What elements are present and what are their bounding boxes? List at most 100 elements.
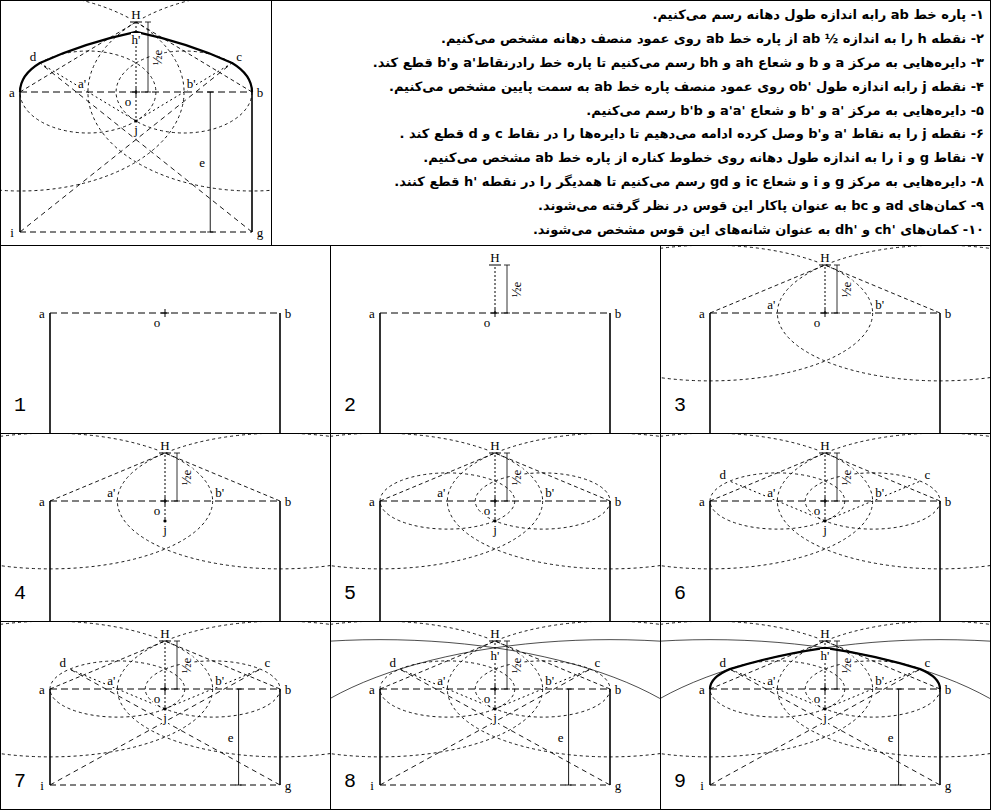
point-label: i — [699, 779, 705, 792]
point-label: b' — [874, 486, 885, 499]
step-figure — [661, 434, 990, 621]
instruction-line: ۱۰- کمان‌های 'ch و 'dh به عنوان شانه‌های… — [278, 222, 984, 239]
bisector-line — [825, 265, 826, 313]
apex-tick — [489, 641, 501, 642]
point-label: c — [263, 656, 271, 669]
dimension-tick — [504, 641, 510, 642]
side-wall — [609, 689, 611, 785]
point-label: g — [256, 226, 265, 239]
step-panel: H½eaa'ob'bj5 — [330, 433, 661, 622]
point-dot — [163, 519, 166, 522]
bisector-line — [165, 689, 166, 709]
bisector-line — [495, 453, 496, 501]
point-label: o — [483, 504, 492, 517]
dimension-label: ½e — [511, 656, 524, 674]
point-label: b — [284, 495, 293, 508]
dimension-tick — [174, 641, 180, 642]
step-number: 8 — [344, 772, 356, 792]
step-figure — [1, 434, 330, 621]
construction-circle — [661, 434, 873, 569]
base-line — [380, 785, 610, 786]
construction-circle — [777, 434, 990, 569]
construction-line — [40, 63, 136, 121]
dimension-tick — [504, 265, 510, 266]
side-wall — [609, 501, 611, 621]
bisector-line — [165, 453, 166, 501]
point-label: j — [822, 711, 828, 724]
construction-circle — [145, 661, 280, 717]
step-number: 5 — [344, 584, 356, 604]
radius-line — [400, 669, 610, 785]
dimension-line — [238, 689, 239, 785]
dimension-tick — [834, 313, 840, 314]
dimension-tick — [896, 785, 902, 786]
step-panel: H½edcaa'ob'bjeig7 — [0, 621, 331, 810]
point-label: b' — [874, 674, 885, 687]
dimension-tick — [207, 232, 213, 233]
construction-circle — [661, 640, 990, 809]
side-wall — [709, 501, 711, 621]
arch-curve — [710, 648, 940, 689]
construction-circle — [710, 473, 845, 529]
dimension-label: ½e — [841, 280, 854, 298]
dimension-tick — [834, 265, 840, 266]
dimension-label: ½e — [181, 656, 194, 674]
point-label: b — [284, 307, 293, 320]
radius-line — [495, 641, 610, 689]
point-label: b' — [544, 486, 555, 499]
point-label: a' — [436, 486, 446, 499]
point-label: a — [368, 683, 376, 696]
step-number: 4 — [14, 584, 26, 604]
step-figure — [661, 622, 990, 809]
point-label: j — [162, 523, 168, 536]
construction-circle — [661, 246, 873, 381]
point-label: H — [489, 627, 500, 640]
dimension-label: ½e — [152, 48, 165, 66]
point-label: a — [698, 307, 706, 320]
apex-tick — [489, 265, 501, 266]
step-panel: H½eaob2 — [330, 245, 661, 434]
dimension-label: e — [887, 731, 895, 744]
side-wall — [939, 689, 941, 785]
point-label: j — [492, 711, 498, 724]
dimension-label: ½e — [511, 468, 524, 486]
point-label: g — [614, 779, 623, 792]
step-panel: H½edcaa'ob'bj6 — [660, 433, 991, 622]
side-wall — [279, 501, 281, 621]
point-label: b — [944, 495, 953, 508]
base-line — [20, 232, 252, 233]
dimension-tick — [896, 689, 902, 690]
construction-circle — [777, 246, 990, 381]
side-wall — [19, 92, 21, 232]
instruction-line: ۶- نقطه j را به نقاط 'a و'b وصل کرده ادا… — [278, 126, 984, 143]
step-number: 1 — [14, 396, 26, 416]
step-number: 3 — [674, 396, 686, 416]
point-label: a — [368, 307, 376, 320]
arch-curve — [20, 32, 252, 92]
construction-circle — [1, 622, 213, 757]
construction-circle — [805, 473, 940, 529]
radius-line — [50, 453, 165, 501]
dimension-line — [210, 92, 211, 232]
radius-line — [380, 669, 590, 785]
point-label: j — [162, 711, 168, 724]
dimension-tick — [236, 689, 242, 690]
radius-line — [710, 265, 825, 313]
construction-circle — [1, 434, 213, 569]
construction-circle — [50, 661, 185, 717]
instruction-line: ۷- نقاط g و i را به اندازه طول دهانه روی… — [278, 150, 984, 167]
dimension-tick — [504, 453, 510, 454]
step-number: 9 — [674, 772, 686, 792]
radius-line — [825, 641, 940, 689]
instruction-line: ۴- نقطه j رابه اندازه طول 'ob روی عمود م… — [278, 79, 984, 96]
point-label: a — [698, 683, 706, 696]
point-label: i — [369, 779, 375, 792]
construction-circle — [117, 434, 330, 569]
dimension-tick — [566, 785, 572, 786]
dimension-tick — [174, 453, 180, 454]
construction-line — [730, 481, 825, 521]
point-label: b — [614, 495, 623, 508]
point-label: d — [29, 50, 38, 63]
bisector-line — [495, 689, 496, 709]
